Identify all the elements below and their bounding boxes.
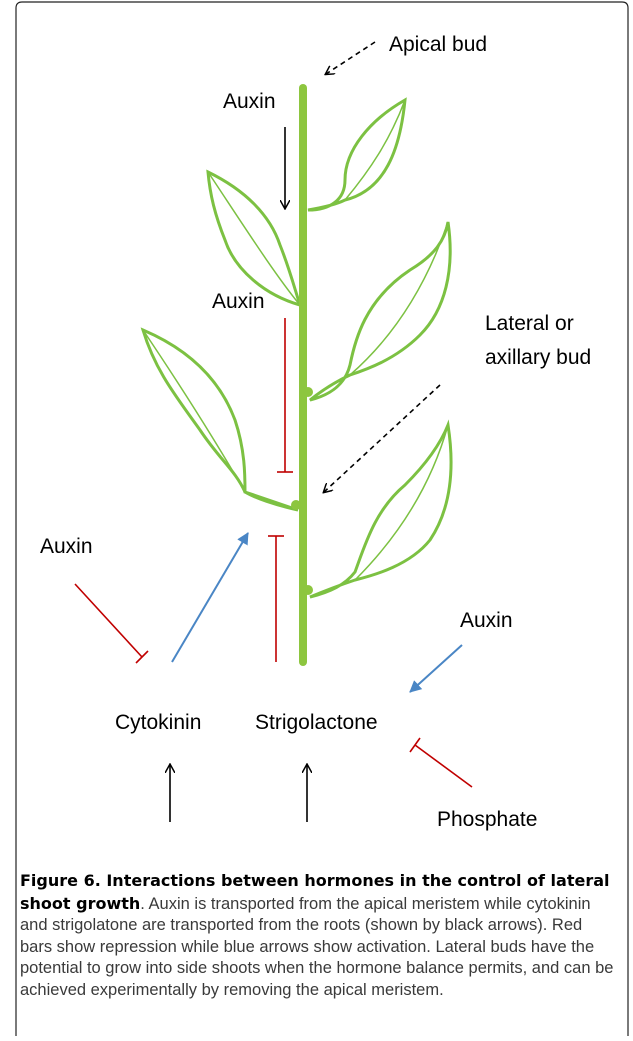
label-strigolactone: Strigolactone	[255, 711, 378, 734]
bud-middle	[291, 500, 301, 510]
phosphate-repression	[410, 738, 472, 787]
leaf-mid-right	[310, 222, 450, 400]
bud-upper	[303, 387, 313, 397]
label-phosphate: Phosphate	[437, 808, 537, 831]
label-lateral-bud-line2: axillary bud	[485, 346, 591, 369]
hormone-diagram: Apical bud Auxin Auxin Lateral or axilla…	[0, 0, 633, 870]
label-auxin-top: Auxin	[223, 90, 276, 113]
label-apical-bud: Apical bud	[389, 33, 487, 56]
label-auxin-right: Auxin	[460, 609, 513, 632]
leaf-lower-left	[143, 330, 298, 510]
auxin-right-activation-arrow	[410, 645, 462, 692]
label-auxin-left: Auxin	[40, 535, 93, 558]
cytokinin-activation-arrow	[172, 533, 248, 662]
leaf-upper-right	[308, 100, 405, 210]
bud-lower	[303, 585, 313, 595]
auxin-left-repression	[75, 584, 148, 663]
label-cytokinin: Cytokinin	[115, 711, 201, 734]
leaf-lower-right	[310, 425, 451, 597]
auxin-mid-repression	[277, 318, 293, 472]
label-lateral-bud-line1: Lateral or	[485, 312, 574, 335]
label-auxin-mid: Auxin	[212, 290, 265, 313]
apical-bud-arrow	[326, 42, 375, 74]
figure-caption: Figure 6. Interactions between hormones …	[20, 870, 616, 1001]
strigolactone-repression	[268, 536, 284, 662]
leaf-upper-left	[208, 172, 300, 305]
